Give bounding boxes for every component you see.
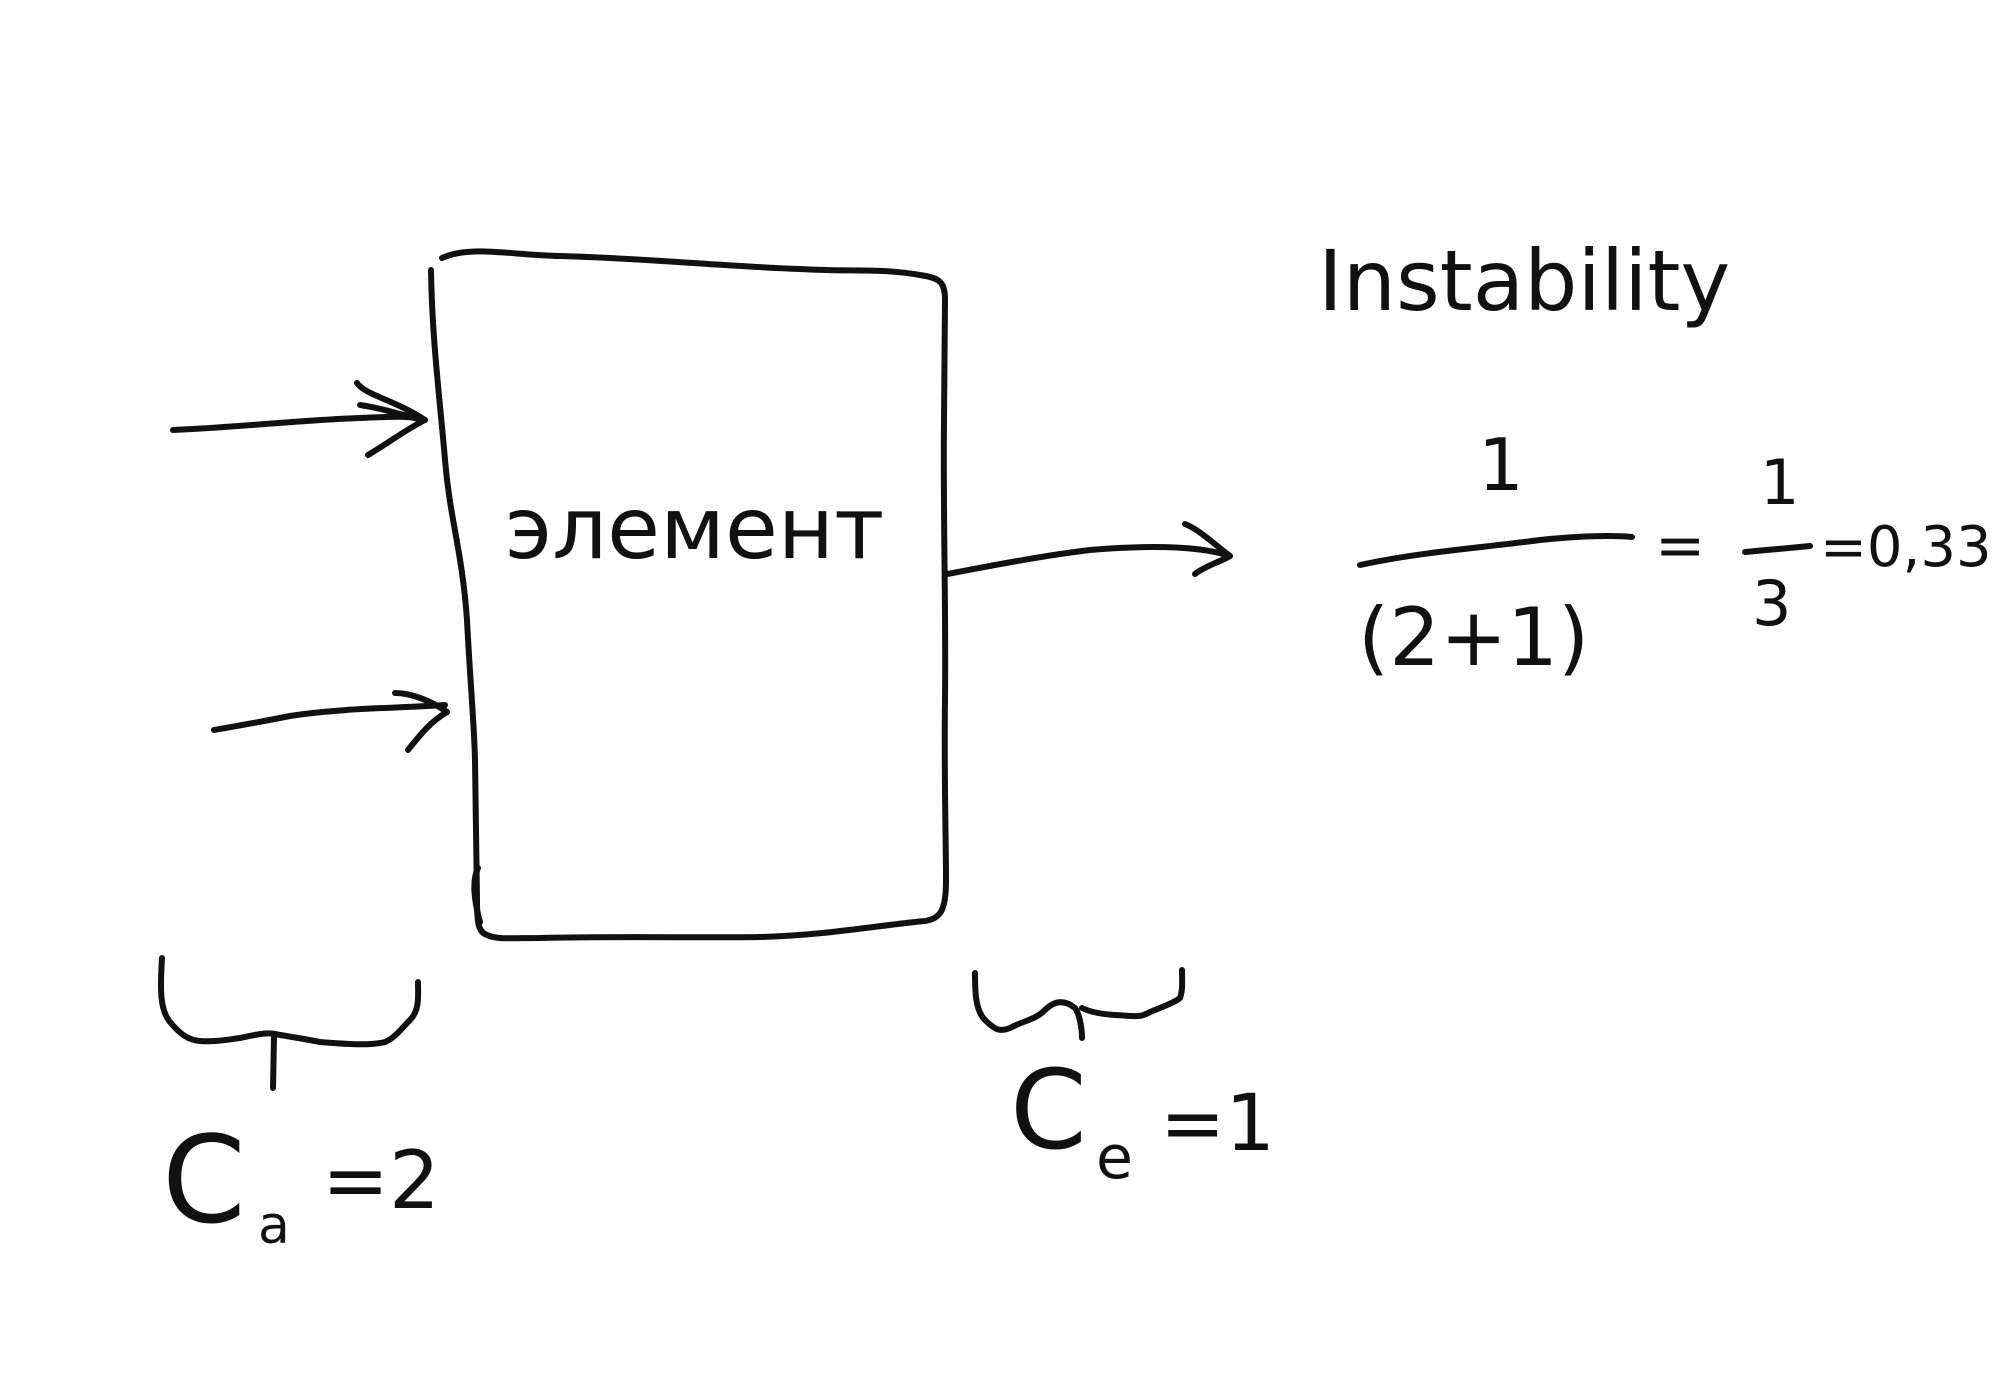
ca-subscript: a [258,1196,290,1256]
ca-brace [157,955,422,1048]
element-box [428,248,949,942]
equals-sign-1: = [1655,511,1705,581]
incoming-arrow-1-head [354,380,428,458]
ca-brace-stem [270,1033,277,1091]
result-value: =0,33 [1820,515,1992,580]
ce-subscript: e [1096,1123,1133,1193]
fraction-1-denominator: (2+1) [1358,591,1589,684]
fraction-2-numerator: 1 [1760,446,1799,519]
fraction-bar-2 [1742,543,1813,555]
fraction-1-numerator: 1 [1478,423,1524,507]
outgoing-arrow-shaft [944,544,1233,577]
outgoing-arrow-head [1182,521,1233,577]
fraction-2-denominator: 3 [1752,567,1791,640]
ce-letter: C [1010,1046,1087,1174]
ce-brace [972,967,1186,1041]
ce-value: =1 [1160,1079,1275,1169]
incoming-arrow-2-shaft [211,702,448,733]
element-label: элемент [505,479,884,579]
instability-title: Instability [1318,232,1730,330]
ca-letter: C [162,1112,246,1251]
ca-value: =2 [322,1134,440,1227]
fraction-bar-1 [1357,533,1635,568]
incoming-arrow-2-head [392,690,450,753]
element-box-corner-tick [471,865,483,925]
incoming-arrow-1-shaft [170,413,428,433]
